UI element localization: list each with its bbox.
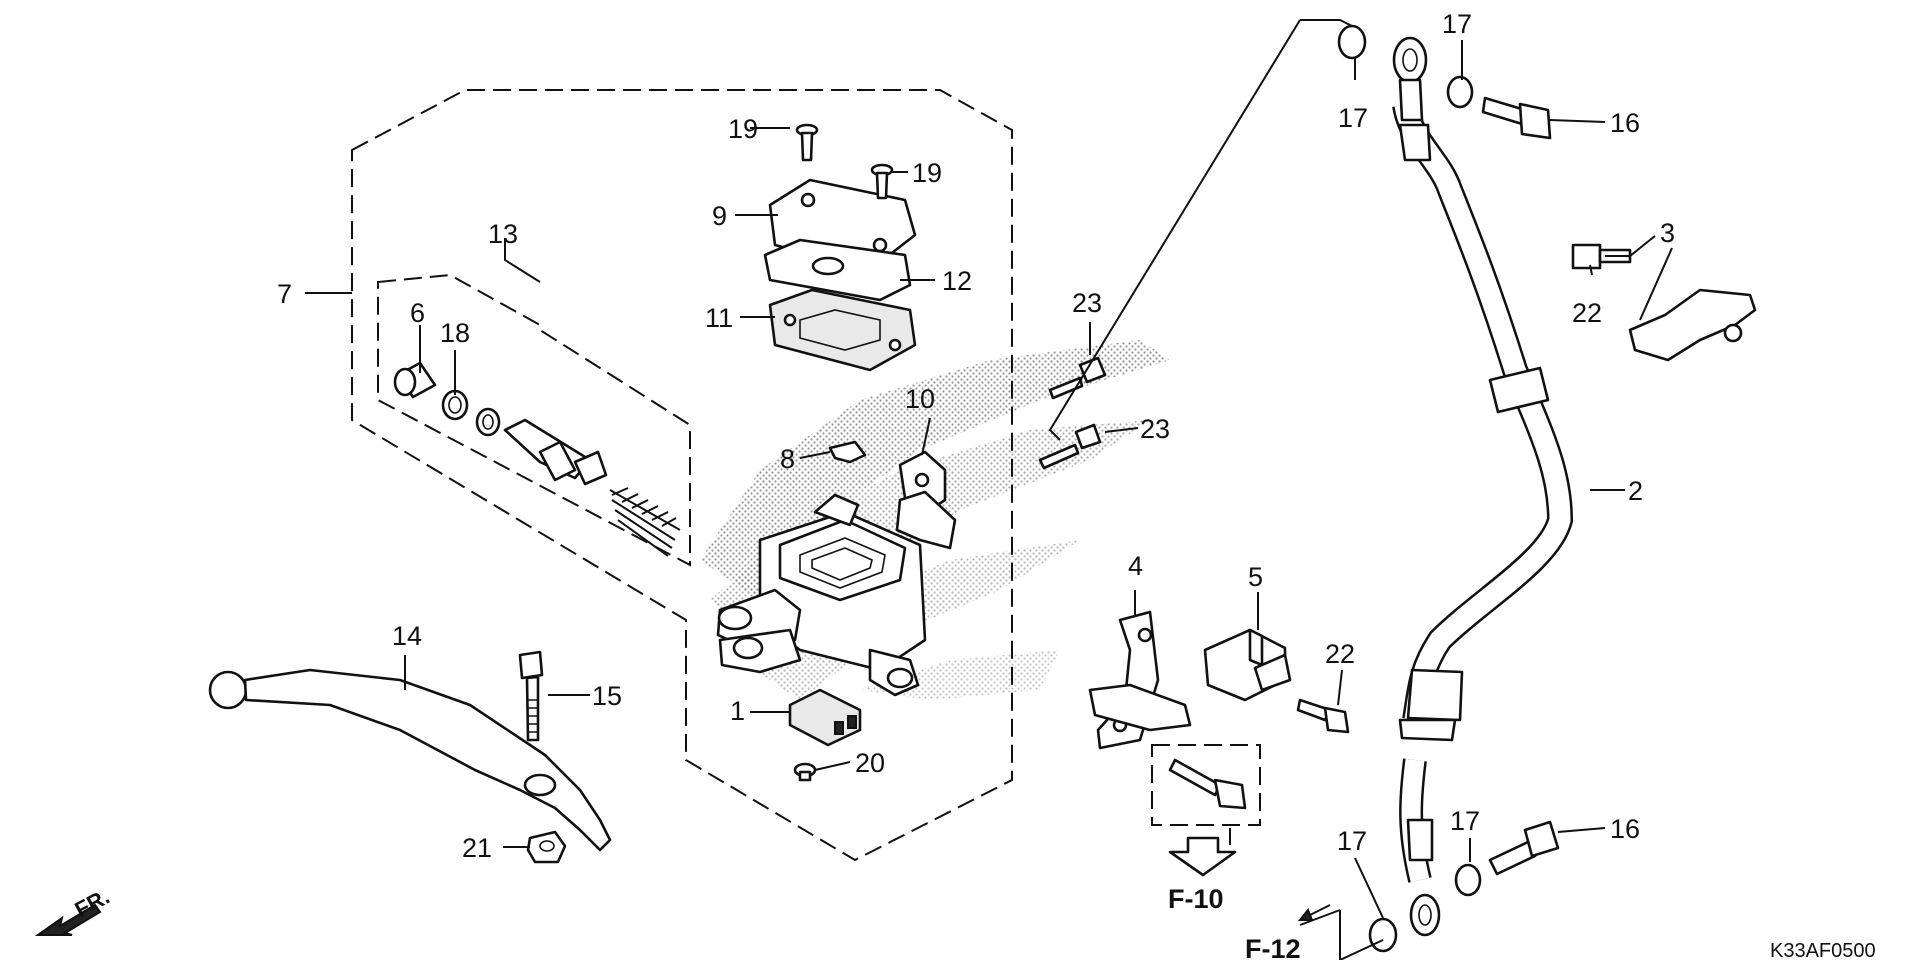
ref-arrow-left-head xyxy=(1297,908,1314,921)
callout-11: 11 xyxy=(705,303,733,333)
brake-lever xyxy=(208,668,612,852)
ref-label-f10: F-10 xyxy=(1168,884,1224,914)
leader-lines xyxy=(305,19,1673,960)
callout-16b: 16 xyxy=(1610,814,1640,844)
diagram-code: K33AF0500 xyxy=(1770,940,1876,960)
piston-set-boundary xyxy=(377,273,691,567)
callout-labels: 1 2 3 4 5 6 7 8 9 10 11 12 13 14 15 16 1… xyxy=(277,9,1675,863)
holder-bracket xyxy=(1088,610,1192,750)
ref-label-f12: F-12 xyxy=(1245,934,1301,960)
callout-10: 10 xyxy=(905,384,935,414)
callout-17a: 17 xyxy=(1442,9,1472,39)
callout-19b: 19 xyxy=(912,158,942,188)
callout-19a: 19 xyxy=(728,114,758,144)
callout-4: 4 xyxy=(1128,551,1143,581)
callout-17b: 17 xyxy=(1338,103,1368,133)
callout-12: 12 xyxy=(942,266,972,296)
callout-17d: 17 xyxy=(1337,826,1367,856)
brake-hose xyxy=(1392,36,1574,937)
bolt-16b xyxy=(1488,820,1560,876)
pivot-bolt xyxy=(518,650,544,742)
callout-17c: 17 xyxy=(1450,806,1480,836)
callout-8: 8 xyxy=(780,444,795,474)
callout-23b: 23 xyxy=(1140,414,1170,444)
bolt-16a xyxy=(1481,96,1552,140)
screw-19b xyxy=(870,163,894,200)
hose-joint xyxy=(1203,628,1292,702)
hose-clip xyxy=(1628,288,1757,362)
washer-17a xyxy=(1337,24,1367,60)
diaphragm-plate xyxy=(768,288,917,372)
bolt-22-upper xyxy=(1571,243,1632,270)
callout-5: 5 xyxy=(1248,562,1263,592)
master-cylinder-body xyxy=(716,493,927,697)
bolt-23b xyxy=(1038,423,1102,470)
callout-6: 6 xyxy=(410,298,425,328)
callout-21: 21 xyxy=(462,833,492,863)
callout-1: 1 xyxy=(730,696,745,726)
callout-13: 13 xyxy=(488,219,518,249)
pivot-nut xyxy=(526,830,567,864)
callout-22b: 22 xyxy=(1325,639,1355,669)
callout-20: 20 xyxy=(855,748,885,778)
bracket-bolt xyxy=(1168,758,1247,810)
bolt-23a xyxy=(1048,356,1107,400)
piston-set xyxy=(393,361,681,557)
callout-2: 2 xyxy=(1628,476,1643,506)
callout-9: 9 xyxy=(712,201,727,231)
clip-8 xyxy=(828,440,867,464)
screw-19a xyxy=(795,123,819,162)
callout-22a: 22 xyxy=(1572,298,1602,328)
callout-15: 15 xyxy=(592,681,622,711)
master-cylinder-assembly-boundary xyxy=(351,89,1013,862)
screw-20 xyxy=(793,762,817,782)
bolt-22-lower xyxy=(1296,698,1350,734)
reservoir-diaphragm xyxy=(763,238,912,302)
callout-3: 3 xyxy=(1660,218,1675,248)
callout-18: 18 xyxy=(440,318,470,348)
callout-23a: 23 xyxy=(1072,288,1102,318)
holder-clamp xyxy=(895,450,957,550)
ref-arrow-down xyxy=(1168,836,1237,877)
washer-17c xyxy=(1454,863,1482,897)
front-direction-arrow xyxy=(34,903,102,936)
washer-17d xyxy=(1368,917,1398,953)
brake-switch xyxy=(788,688,862,747)
callout-16a: 16 xyxy=(1610,108,1640,138)
washer-17b xyxy=(1446,75,1474,109)
callout-14: 14 xyxy=(392,621,422,651)
callout-7: 7 xyxy=(277,279,292,309)
bolt-detail-box xyxy=(1151,744,1261,826)
